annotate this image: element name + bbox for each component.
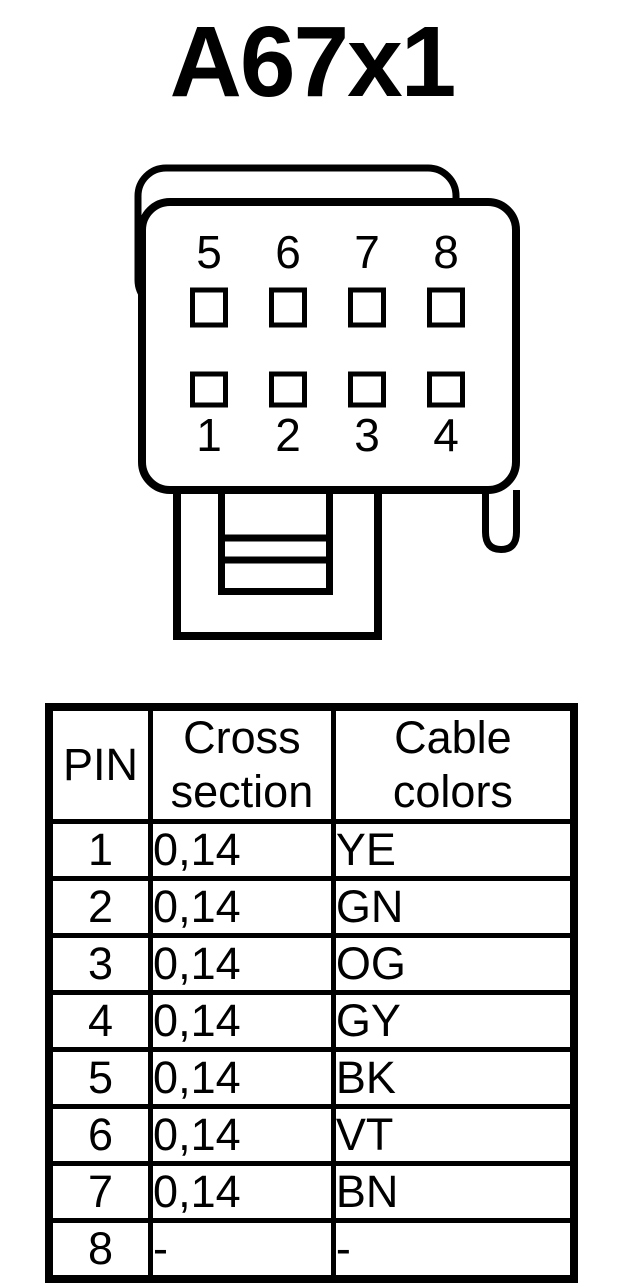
- pin-table: PIN Cross section Cable colors 1 0,14 YE…: [45, 703, 578, 1283]
- pin-cavity: [427, 371, 465, 408]
- pin-cell: 5: [46, 1047, 154, 1109]
- table-row: 1 0,14 YE: [46, 819, 577, 881]
- cable-color-cell: GY: [330, 990, 577, 1052]
- header-cross-section: Cross section: [148, 704, 336, 824]
- cross-section-cell: 0,14: [148, 933, 336, 995]
- cross-section-cell: 0,14: [148, 1161, 336, 1223]
- pin-cavity: [190, 371, 228, 408]
- cable-color-cell: OG: [330, 933, 577, 995]
- cable-color-cell: -: [330, 1218, 577, 1282]
- header-pin-label: PIN: [63, 739, 139, 790]
- table-row: 6 0,14 VT: [46, 1104, 577, 1166]
- connector-latch-outer: [173, 492, 382, 640]
- pin-cell: 7: [46, 1161, 154, 1223]
- pin-number-label: 1: [196, 409, 222, 461]
- connector-title: A67x1: [169, 6, 457, 118]
- table-row: 4 0,14 GY: [46, 990, 577, 1052]
- pin-cell: 1: [46, 819, 154, 881]
- pin-cavity: [427, 287, 465, 328]
- table-row: 2 0,14 GN: [46, 876, 577, 938]
- connector-lock-tab-icon: [482, 490, 520, 554]
- pin-number-label: 4: [433, 409, 459, 461]
- table-row: 7 0,14 BN: [46, 1161, 577, 1223]
- pin-number-label: 5: [196, 226, 222, 278]
- cross-section-cell: 0,14: [148, 1104, 336, 1166]
- connector-latch-inner: [218, 492, 333, 595]
- cable-color-cell: BK: [330, 1047, 577, 1109]
- cross-section-cell: 0,14: [148, 1047, 336, 1109]
- connector-diagram: 5 6 7 8 1 2 3 4: [134, 164, 520, 640]
- table-row: 3 0,14 OG: [46, 933, 577, 995]
- pin-number-label: 6: [275, 226, 301, 278]
- table-row: 8 - -: [46, 1218, 577, 1282]
- table-header-row: PIN Cross section Cable colors: [46, 704, 577, 824]
- pin-number-label: 2: [275, 409, 301, 461]
- cross-section-cell: -: [148, 1218, 336, 1282]
- pin-cell: 3: [46, 933, 154, 995]
- pin-cavity: [190, 287, 228, 328]
- pin-cell: 6: [46, 1104, 154, 1166]
- cross-section-cell: 0,14: [148, 819, 336, 881]
- pin-number-label: 8: [433, 226, 459, 278]
- connector-front-body: [138, 198, 520, 494]
- pin-number-label: 7: [354, 226, 380, 278]
- pin-cavity: [348, 287, 386, 328]
- table-row: 5 0,14 BK: [46, 1047, 577, 1109]
- pin-cavity: [348, 371, 386, 408]
- pin-cell: 4: [46, 990, 154, 1052]
- pin-cavity: [269, 371, 307, 408]
- pin-cavity: [269, 287, 307, 328]
- cable-color-cell: VT: [330, 1104, 577, 1166]
- header-cable-colors: Cable colors: [330, 704, 577, 824]
- cross-section-cell: 0,14: [148, 990, 336, 1052]
- pin-cell: 8: [46, 1218, 154, 1282]
- pin-cell: 2: [46, 876, 154, 938]
- header-pin: PIN: [46, 704, 154, 824]
- cable-color-cell: BN: [330, 1161, 577, 1223]
- cable-color-cell: GN: [330, 876, 577, 938]
- pin-number-label: 3: [354, 409, 380, 461]
- cable-color-cell: YE: [330, 819, 577, 881]
- cross-section-cell: 0,14: [148, 876, 336, 938]
